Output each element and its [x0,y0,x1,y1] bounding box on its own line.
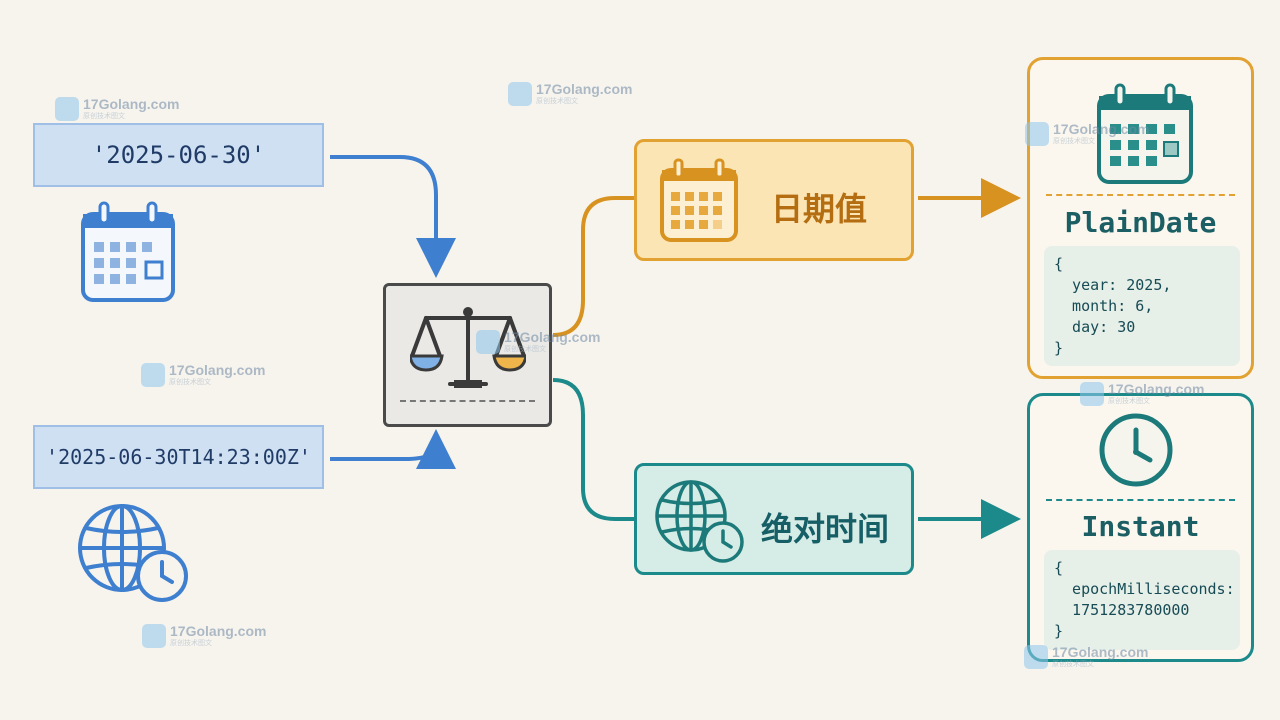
globe-clock-icon [655,480,744,563]
clock-icon [1099,413,1173,487]
arrow-date-to-decider [330,155,456,278]
watermark-text: 17Golang.com [170,623,267,639]
watermark-logo [1080,382,1104,406]
watermark-text: 17Golang.com [1052,644,1149,660]
watermark-text: 17Golang.com [1108,381,1205,397]
watermark-text: 17Golang.com [1053,121,1150,137]
datetime-string-text: '2025-06-30T14:23:00Z' [46,445,311,469]
date-string-input: '2025-06-30' [33,123,324,187]
code-line: 1751283780000 [1054,601,1190,619]
plaindate-divider [1046,194,1235,196]
calendar-icon [1097,83,1193,184]
watermark-logo [142,624,166,648]
instant-title: Instant [1081,510,1200,543]
watermark-logo [508,82,532,106]
watermark-logo [55,97,79,121]
watermark-subtext: 原创技术图文 [83,112,125,120]
date-value-box: 日期值 [634,139,914,261]
plaindate-code-block: { year: 2025, month: 6, day: 30} [1044,246,1240,366]
watermark-logo [1025,122,1049,146]
code-line: day: 30 [1054,318,1136,336]
type-decider-box [383,283,552,427]
code-line: { [1054,559,1064,577]
code-line: } [1054,339,1064,357]
watermark-subtext: 原创技术图文 [1052,660,1094,668]
watermark-text: 17Golang.com [83,96,180,112]
decider-divider [400,400,535,402]
watermark-subtext: 原创技术图文 [504,345,546,353]
watermark-logo [476,330,500,354]
plaindate-result-card: PlainDate { year: 2025, month: 6, day: 3… [1027,57,1254,379]
code-line: month: 6, [1054,297,1154,315]
instant-result-card: Instant { epochMilliseconds: 17512837800… [1027,393,1254,662]
watermark-subtext: 原创技术图文 [536,97,578,105]
date-string-text: '2025-06-30' [91,141,266,169]
watermark-text: 17Golang.com [504,329,601,345]
calendar-icon [81,201,175,302]
watermark-text: 17Golang.com [536,81,633,97]
instant-value-label: 绝对时间 [761,510,890,548]
watermark-logo [1024,645,1048,669]
instant-value-box: 绝对时间 [634,463,914,575]
plaindate-title: PlainDate [1064,206,1217,239]
arrow-datetime-to-decider [330,429,456,470]
watermark-subtext: 原创技术图文 [1053,137,1095,145]
branch-line-instant [552,378,634,521]
watermark-logo [141,363,165,387]
code-line: epochMilliseconds: [1054,580,1235,598]
code-line: { [1054,255,1064,273]
globe-clock-icon [78,504,188,602]
watermark-subtext: 原创技术图文 [170,639,212,647]
branch-line-date [552,196,634,337]
instant-code-block: { epochMilliseconds: 1751283780000} [1044,550,1240,650]
code-line: } [1054,622,1064,640]
calendar-icon [660,158,738,242]
instant-divider [1046,499,1235,501]
watermark-subtext: 原创技术图文 [169,378,211,386]
watermark-text: 17Golang.com [169,362,266,378]
watermark-subtext: 原创技术图文 [1108,397,1150,405]
date-value-label: 日期值 [771,190,868,228]
code-line: year: 2025, [1054,276,1172,294]
datetime-string-input: '2025-06-30T14:23:00Z' [33,425,324,489]
